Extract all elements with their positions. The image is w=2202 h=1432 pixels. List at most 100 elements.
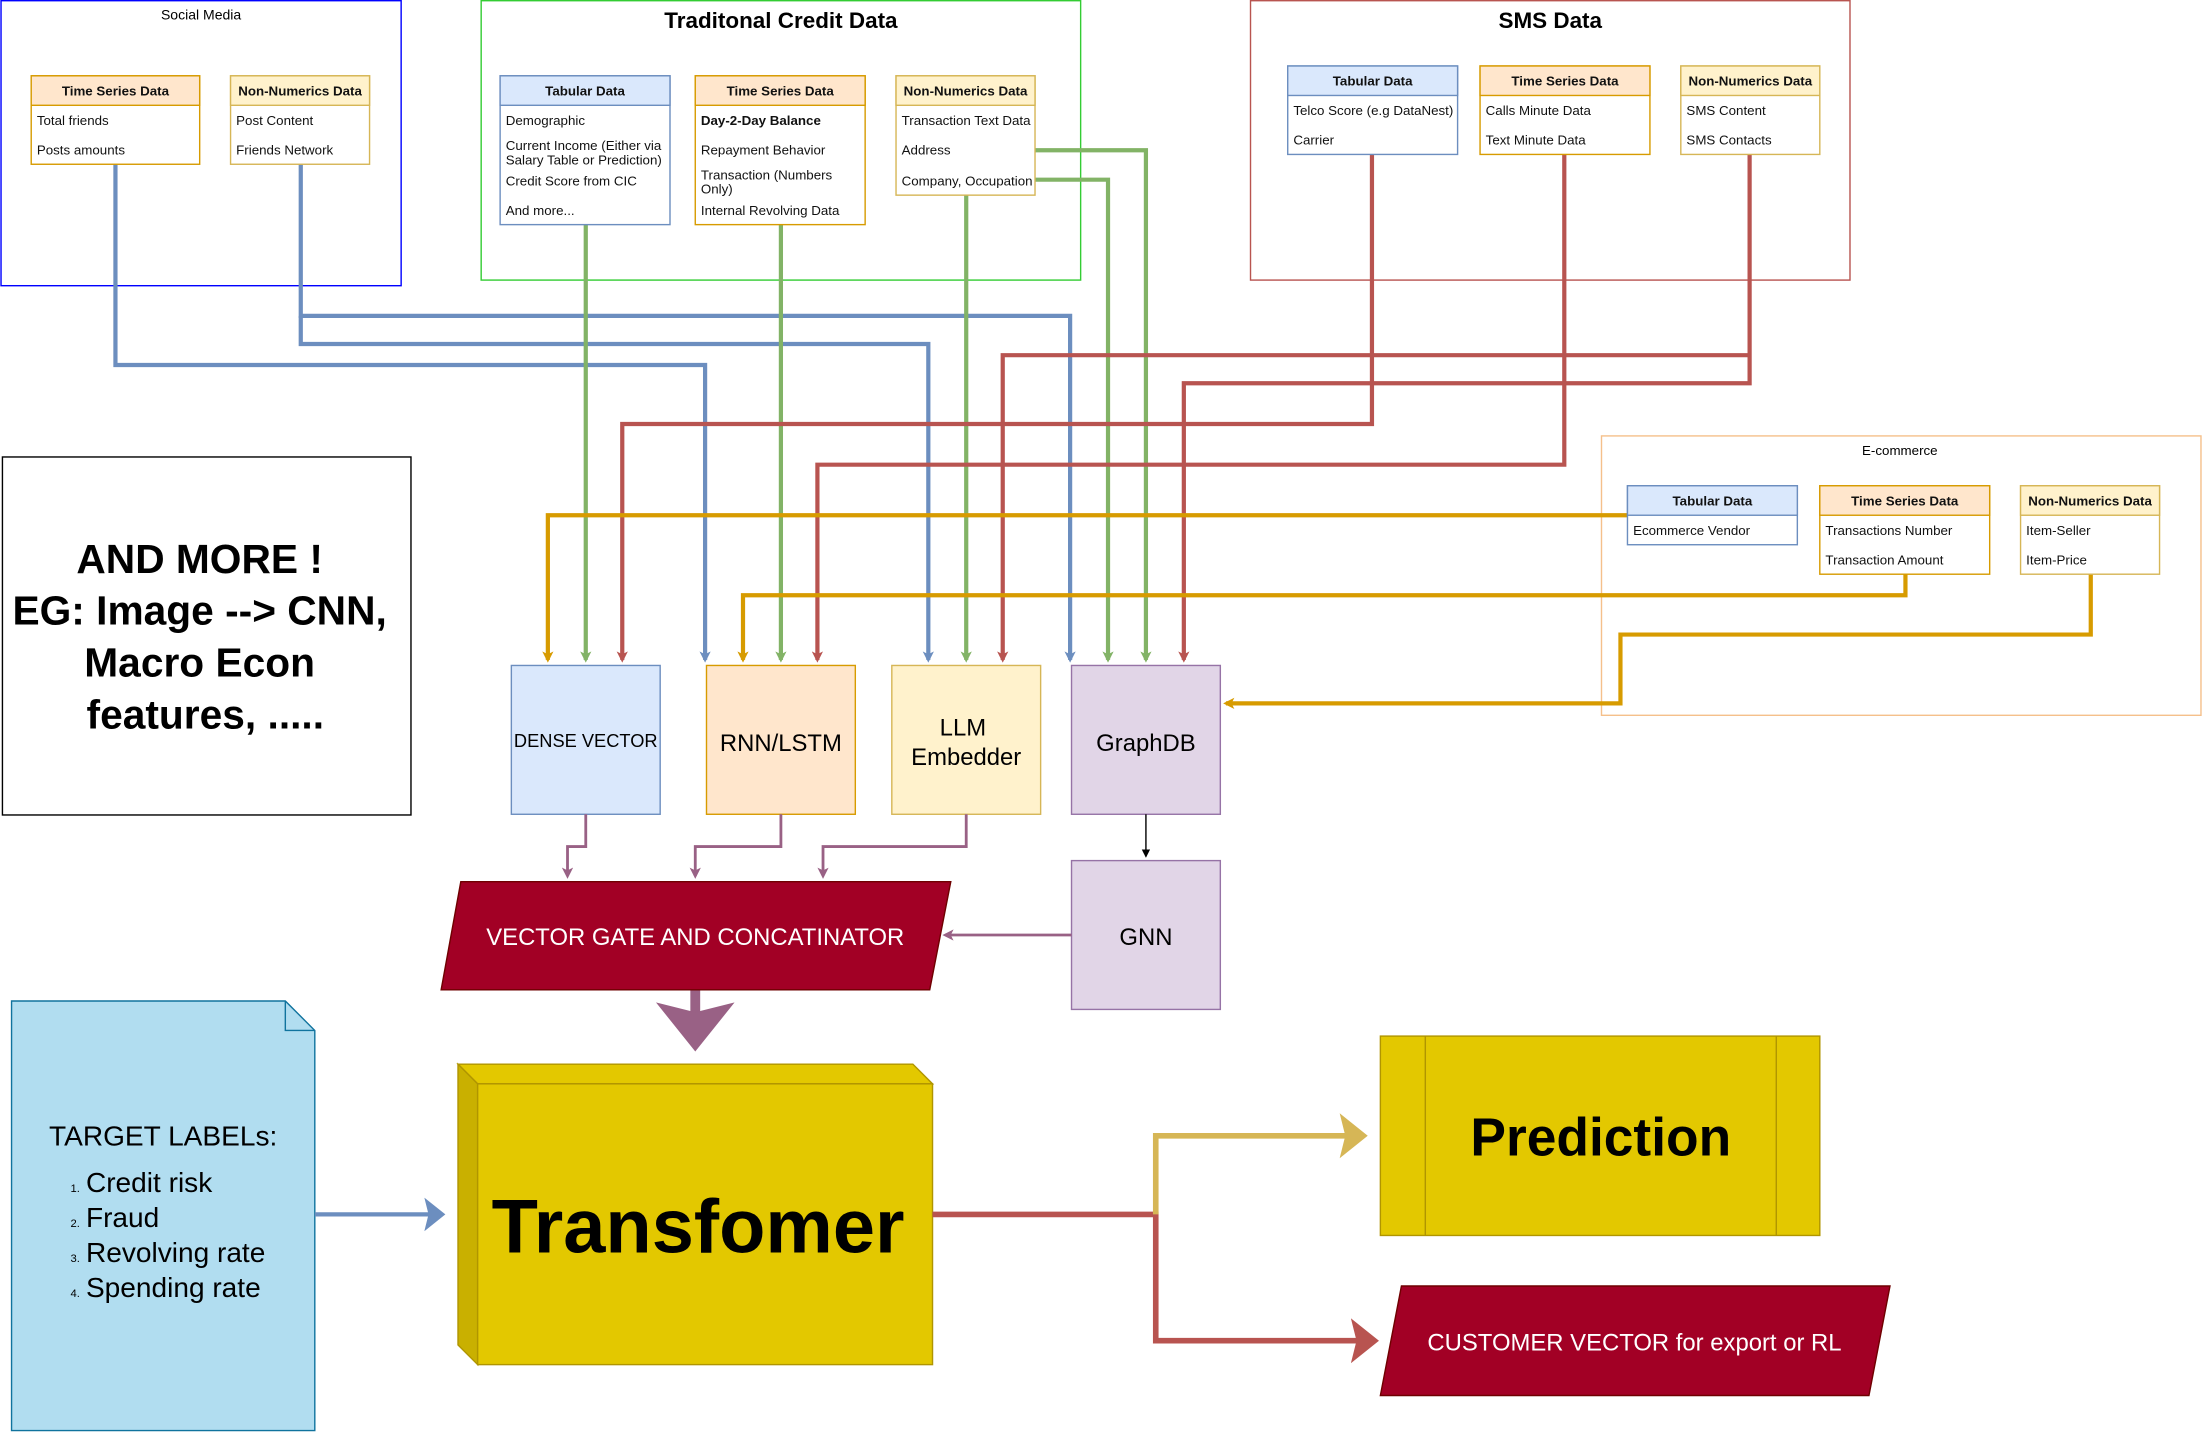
purple-connectors	[561, 814, 1072, 1052]
graphdb-node[interactable]: GraphDB	[1070, 664, 1222, 815]
table-row: Item-Price	[2026, 552, 2087, 567]
table-row: Current Income (Either via	[506, 138, 662, 153]
table-row: Only)	[701, 182, 733, 197]
graphdb-label: GraphDB	[1096, 730, 1195, 757]
green-connectors	[580, 148, 1152, 663]
target-item: Revolving rate	[86, 1237, 265, 1268]
sms-data-group: SMS Data	[1249, 0, 1851, 281]
table-row: Address	[902, 142, 951, 157]
note-line: EG: Image --> CNN,	[12, 588, 386, 634]
target-item: Spending rate	[86, 1272, 261, 1303]
table-row: And more...	[506, 203, 575, 218]
red-connectors	[616, 154, 1752, 663]
table-row: Telco Score (e.g DataNest)	[1293, 103, 1453, 118]
table-row: Transaction Text Data	[902, 113, 1031, 128]
transformer-to-prediction-arrow	[1152, 1113, 1368, 1215]
table-row: Carrier	[1293, 133, 1334, 148]
table-row: Company, Occupation	[902, 173, 1033, 188]
svg-text:LLM Embedder: LLM Embedder	[911, 715, 1021, 771]
blue-connectors	[113, 164, 1076, 663]
table-header: Time Series Data	[1851, 493, 1959, 508]
vector-gate-node[interactable]: VECTOR GATE AND CONCATINATOR	[440, 880, 952, 991]
list-number: 3.	[71, 1253, 80, 1265]
social-media-title: Social Media	[161, 7, 241, 23]
llm-embedder-label: LLM	[940, 715, 986, 742]
table-header: Non-Numerics Data	[1688, 74, 1812, 89]
ecommerce-group: E-commerce	[1600, 435, 2202, 716]
table-row: Transaction Amount	[1825, 552, 1943, 567]
table-row: Demographic	[506, 113, 586, 128]
table-row: Credit Score from CIC	[506, 173, 637, 188]
target-item: Credit risk	[86, 1167, 213, 1198]
target-labels-title: TARGET LABELs:	[49, 1121, 277, 1152]
transformer-node[interactable]: Transfomer	[456, 1062, 935, 1367]
table-header: Tabular Data	[1333, 74, 1413, 89]
table-row: Calls Minute Data	[1486, 103, 1592, 118]
table-row: Text Minute Data	[1486, 133, 1587, 148]
note-line: features, .....	[87, 692, 325, 738]
note-line: AND MORE !	[76, 536, 322, 582]
sms-data-title: SMS Data	[1498, 8, 1602, 33]
customer-vector-node[interactable]: CUSTOMER VECTOR for export or RL	[1379, 1285, 1891, 1397]
ecommerce-title: E-commerce	[1862, 443, 1938, 458]
table-row: Total friends	[37, 113, 109, 128]
table-header: Time Series Data	[1511, 74, 1619, 89]
dense-vector-node[interactable]: DENSE VECTOR	[510, 664, 661, 815]
transformer-label: Transfomer	[492, 1184, 905, 1269]
table-row: Ecommerce Vendor	[1633, 523, 1751, 538]
list-number: 4.	[71, 1288, 80, 1300]
gnn-node[interactable]: GNN	[1070, 859, 1222, 1011]
rnn-lstm-label: RNN/LSTM	[720, 730, 842, 757]
table-header: Non-Numerics Data	[904, 83, 1028, 98]
table-header: Tabular Data	[1673, 493, 1753, 508]
prediction-node[interactable]: Prediction	[1379, 1035, 1821, 1237]
rnn-lstm-node[interactable]: RNN/LSTM	[705, 664, 857, 815]
table-row: Friends Network	[236, 142, 333, 157]
table-row: Post Content	[236, 113, 313, 128]
svg-text:AND MORE ! EG: Image -->: AND MORE ! EG: Image --> CNN, Macro Econ…	[12, 536, 398, 738]
and-more-note: AND MORE ! EG: Image --> CNN, Macro Econ…	[1, 456, 412, 816]
llm-embedder-node[interactable]: LLM Embedder	[891, 664, 1042, 815]
customer-vector-label: CUSTOMER VECTOR for export or RL	[1427, 1330, 1841, 1357]
credit-data-title: Traditonal Credit Data	[664, 8, 898, 33]
transformer-to-customer-vector-arrow	[932, 1211, 1379, 1364]
table-header: Tabular Data	[545, 83, 625, 98]
dense-vector-label: DENSE VECTOR	[514, 730, 658, 751]
table-row: Day-2-Day Balance	[701, 113, 821, 128]
target-labels-doc: TARGET LABELs: 1. Credit risk 2. Fraud 3…	[10, 1000, 316, 1432]
llm-embedder-label: Embedder	[911, 744, 1021, 771]
vector-gate-label: VECTOR GATE AND CONCATINATOR	[486, 924, 904, 951]
list-number: 2.	[71, 1218, 80, 1230]
prediction-label: Prediction	[1470, 1108, 1731, 1167]
table-row: Transaction (Numbers	[701, 168, 833, 183]
table-row: Salary Table or Prediction)	[506, 152, 662, 167]
table-row: Transactions Number	[1825, 523, 1952, 538]
table-row: SMS Content	[1686, 103, 1766, 118]
table-row: SMS Contacts	[1686, 133, 1772, 148]
social-media-group: Social Media	[0, 0, 402, 287]
note-line: Macro Econ	[84, 640, 315, 686]
table-header: Non-Numerics Data	[2028, 493, 2152, 508]
gnn-label: GNN	[1119, 924, 1172, 951]
table-row: Internal Revolving Data	[701, 203, 840, 218]
table-row: Posts amounts	[37, 142, 125, 157]
table-header: Time Series Data	[62, 83, 170, 98]
table-header: Non-Numerics Data	[238, 83, 362, 98]
list-number: 1.	[71, 1183, 80, 1195]
orange-connectors	[542, 513, 2093, 709]
target-item: Fraud	[86, 1202, 159, 1233]
table-row: Item-Seller	[2026, 523, 2091, 538]
table-row: Repayment Behavior	[701, 142, 826, 157]
